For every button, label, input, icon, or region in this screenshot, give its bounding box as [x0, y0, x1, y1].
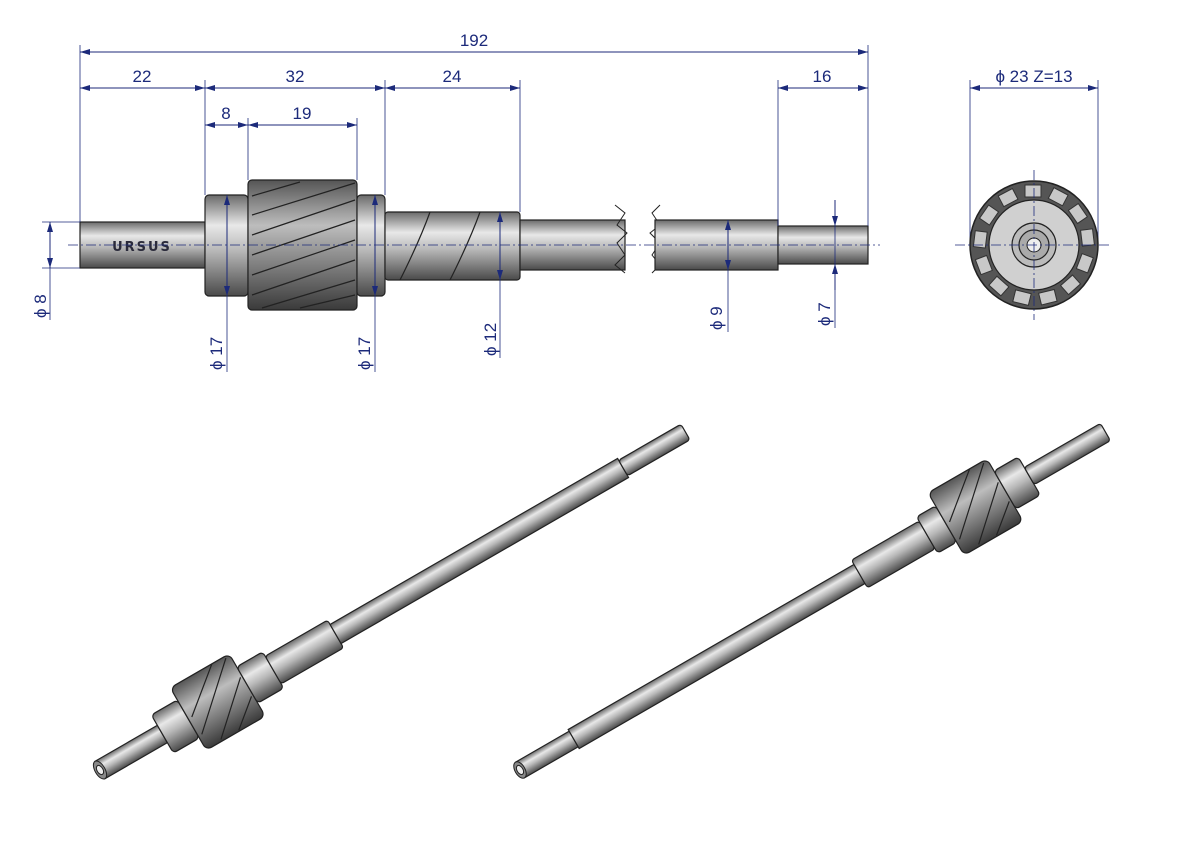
end-view: ϕ 23 Z=13: [955, 67, 1112, 320]
dim-overall-label: 192: [460, 31, 488, 50]
dim-gear-section-label: 32: [286, 67, 305, 86]
logo-engraving: URSUS: [112, 240, 172, 255]
dim-dia-left-shaft-label: ϕ 8: [31, 294, 50, 318]
dim-dia-end-label: ϕ 7: [815, 302, 834, 326]
dim-collar-label: 8: [221, 104, 230, 123]
iso-view-gear-front: [92, 424, 690, 780]
right-collar: [356, 194, 386, 297]
dim-gear-spec-label: ϕ 23 Z=13: [995, 67, 1072, 86]
dim-left-shaft-label: 22: [133, 67, 152, 86]
dim-dia-collar-left-label: ϕ 17: [207, 337, 226, 370]
dim-dia-shaft-label: ϕ 9: [707, 306, 726, 330]
dim-gear-label: 19: [293, 104, 312, 123]
gear-teeth: [251, 181, 356, 309]
dim-dia-collar-right-label: ϕ 17: [355, 337, 374, 370]
break-line-left: [614, 204, 628, 274]
gear-teeth-end: [972, 184, 1095, 307]
dim-spiral-section-label: 24: [443, 67, 462, 86]
dim-dia-spiral-label: ϕ 12: [481, 323, 500, 356]
dim-right-end-label: 16: [813, 67, 832, 86]
iso-view-pin-front: [513, 423, 1110, 779]
spiral-groove: [399, 211, 481, 281]
front-view: URSUS 192 22: [31, 31, 880, 372]
extension-lines: [42, 45, 869, 269]
